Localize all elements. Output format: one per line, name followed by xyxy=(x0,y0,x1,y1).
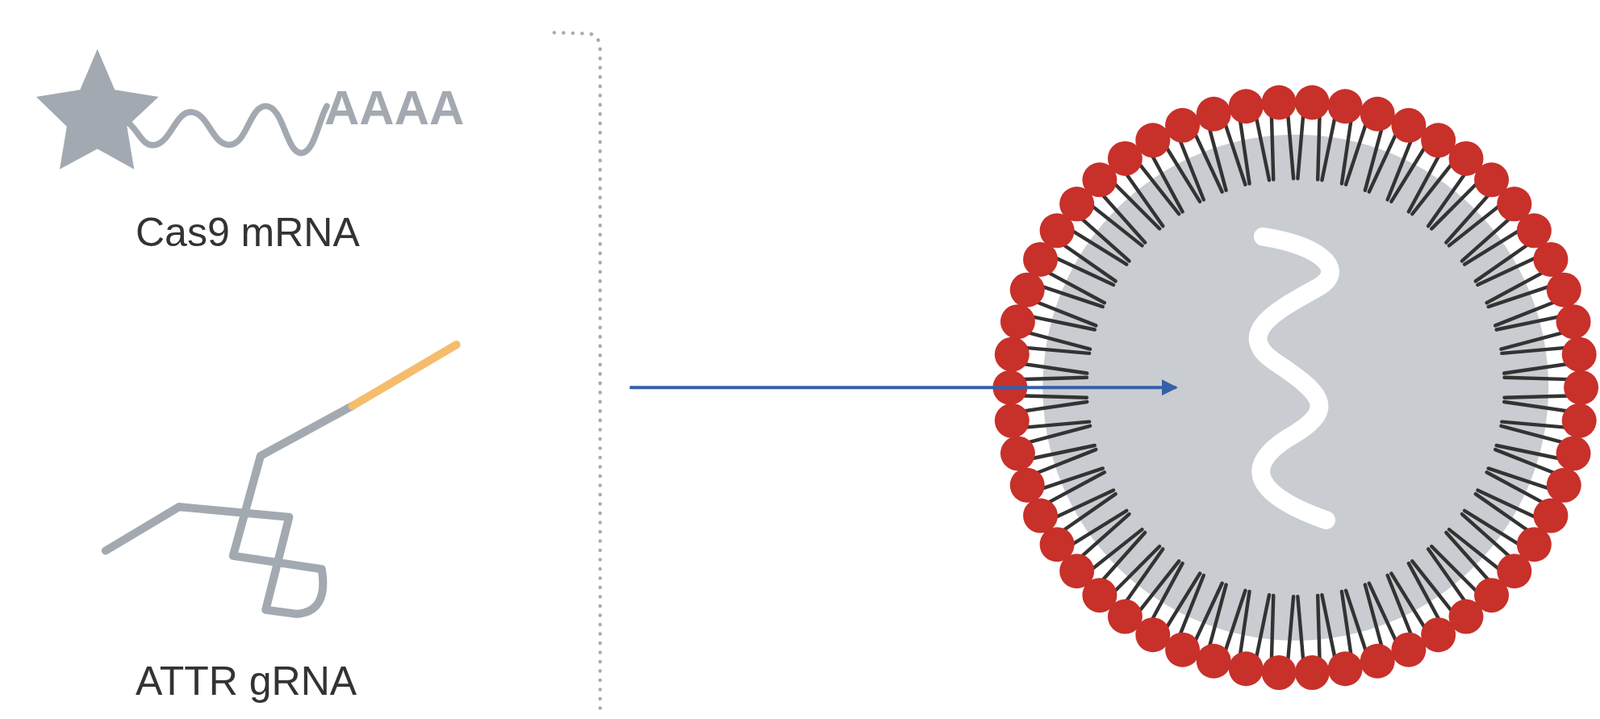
divider xyxy=(554,32,601,709)
mrna-strand xyxy=(125,105,327,153)
grna-scaffold xyxy=(105,405,353,615)
poly-a-tail: AAAA xyxy=(324,83,464,133)
delivery-arrow xyxy=(629,385,1176,389)
component-label: ATTR gRNA xyxy=(135,660,357,702)
grna-spacer xyxy=(352,344,457,406)
cargo-rna xyxy=(1257,236,1331,520)
cap-star xyxy=(36,49,159,170)
component-label: Cas9 mRNA xyxy=(135,212,360,253)
